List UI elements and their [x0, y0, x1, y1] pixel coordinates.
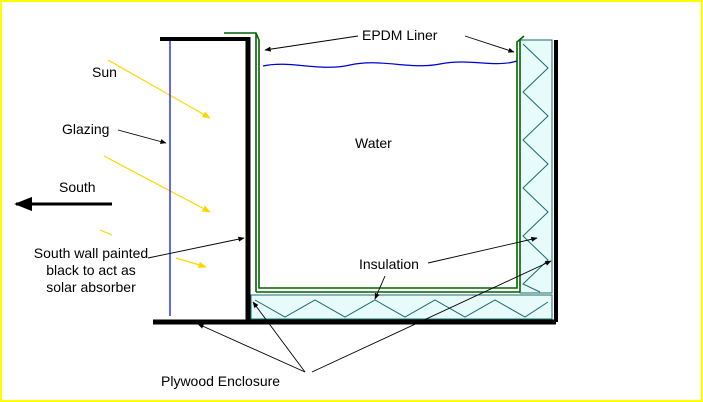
label-epdm-liner: EPDM Liner [362, 27, 438, 43]
plywood-arrow-floor [197, 323, 306, 373]
sun-ray-2 [103, 155, 211, 213]
label-sun: Sun [92, 64, 117, 80]
sun-ray-3 [99, 229, 113, 236]
sun-ray-4 [175, 257, 207, 269]
plywood-arrow-right [311, 260, 552, 373]
insulation-arrow-bottom [374, 275, 386, 300]
bottom-insulation [250, 294, 553, 320]
side-insulation [519, 39, 553, 294]
label-plywood-enclosure: Plywood Enclosure [161, 373, 280, 389]
sun-rays [99, 59, 211, 269]
label-south-wall-line-1: South wall painted [34, 245, 148, 261]
callout-arrows [117, 35, 552, 373]
label-insulation: Insulation [359, 256, 419, 272]
epdm-arrow-left [264, 35, 359, 52]
label-glazing: Glazing [62, 121, 109, 137]
south-wall-arrow [147, 236, 245, 259]
label-south: South [59, 179, 96, 195]
label-water: Water [355, 135, 392, 151]
label-south-wall-line-3: solar absorber [46, 279, 136, 295]
water-surface [262, 60, 518, 68]
label-south-wall-line-2: black to act as [46, 262, 136, 278]
plywood-arrow-left [252, 301, 306, 373]
insulation-arrow-side [427, 236, 538, 264]
sun-ray-1 [107, 59, 211, 119]
glazing-arrow [117, 129, 167, 144]
epdm-arrow-right [464, 35, 515, 53]
epdm-liner [224, 32, 525, 293]
